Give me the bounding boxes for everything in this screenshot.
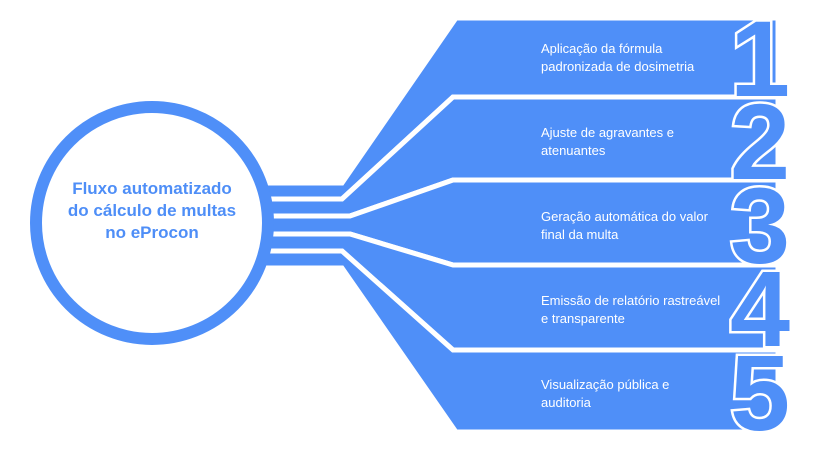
step-number-2: 2: [730, 81, 790, 202]
step-number-1: 1: [730, 0, 790, 119]
step-label-2: Ajuste de agravantes e atenuantes: [541, 125, 674, 158]
step-label-3: Geração automática do valor final da mul…: [541, 209, 708, 242]
step-number-5: 5: [730, 332, 790, 452]
step-number-3: 3: [730, 165, 790, 286]
center-title: Fluxo automatizado do cálculo de multas …: [67, 179, 237, 242]
center-circle: [30, 101, 274, 345]
step-number-4: 4: [730, 248, 790, 369]
step-label-5: Visualização pública e auditoria: [541, 377, 670, 410]
step-label-4: Emissão de relatório rastreável e transp…: [541, 293, 721, 326]
step-label-1: Aplicação da fórmula padronizada de dosi…: [541, 41, 695, 74]
